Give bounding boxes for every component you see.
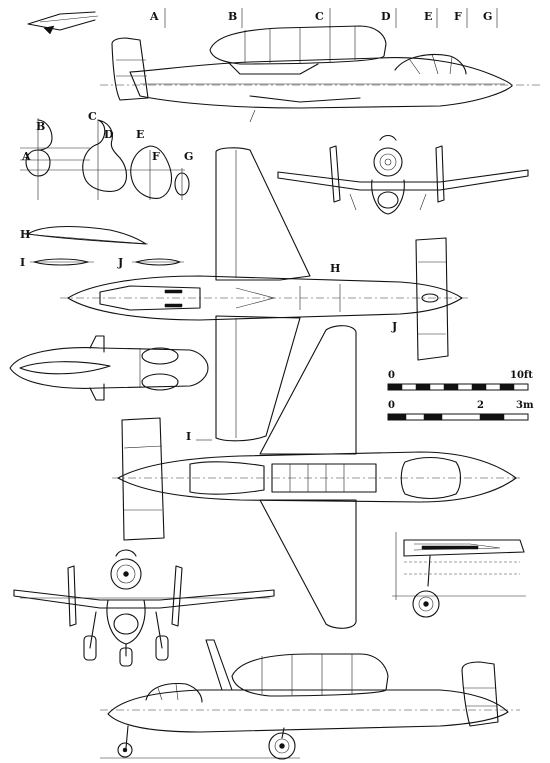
plan-view-underside bbox=[112, 325, 522, 629]
section-label-g: G bbox=[184, 150, 193, 163]
side-view-top bbox=[100, 25, 540, 123]
section-label-a: A bbox=[21, 150, 31, 163]
gear-detail bbox=[392, 532, 526, 618]
front-view-lower bbox=[13, 549, 275, 667]
section-label-i-underside: I bbox=[186, 430, 191, 443]
section-label-e-top: E bbox=[424, 10, 432, 23]
cross-sections bbox=[20, 118, 190, 200]
section-label-i: I bbox=[20, 256, 25, 269]
section-label-c: C bbox=[88, 110, 97, 123]
section-label-h: H bbox=[20, 228, 30, 241]
plan-view-top bbox=[60, 147, 470, 442]
section-label-c-top: C bbox=[315, 10, 324, 23]
scale-metric-start: 0 bbox=[388, 400, 395, 411]
nose-detail bbox=[27, 11, 99, 35]
engine-detail bbox=[9, 335, 209, 401]
section-label-j-plan: J bbox=[391, 320, 397, 333]
section-label-e: E bbox=[136, 128, 144, 141]
section-label-a-top: A bbox=[149, 10, 159, 23]
scale-imperial-end: 10ft bbox=[510, 370, 533, 381]
scale-bar-imperial bbox=[387, 383, 529, 391]
section-label-b: B bbox=[36, 120, 45, 133]
section-label-j: J bbox=[117, 256, 123, 269]
scale-bar-metric bbox=[387, 413, 529, 421]
scale-metric-end: 3m bbox=[516, 400, 534, 411]
section-markers-top bbox=[164, 8, 498, 28]
section-label-d: D bbox=[104, 128, 114, 141]
scale-imperial-start: 0 bbox=[388, 370, 395, 381]
section-label-f-top: F bbox=[454, 10, 462, 23]
airfoil-sections bbox=[23, 225, 184, 266]
section-label-h-plan: H bbox=[330, 262, 340, 275]
section-label-g-top: G bbox=[483, 10, 492, 23]
front-view-upper bbox=[277, 134, 529, 215]
section-label-f: F bbox=[152, 150, 160, 163]
scale-metric-mid: 2 bbox=[477, 400, 484, 411]
section-label-d-top: D bbox=[381, 10, 391, 23]
side-view-bottom bbox=[100, 639, 520, 760]
section-label-b-top: B bbox=[228, 10, 237, 23]
